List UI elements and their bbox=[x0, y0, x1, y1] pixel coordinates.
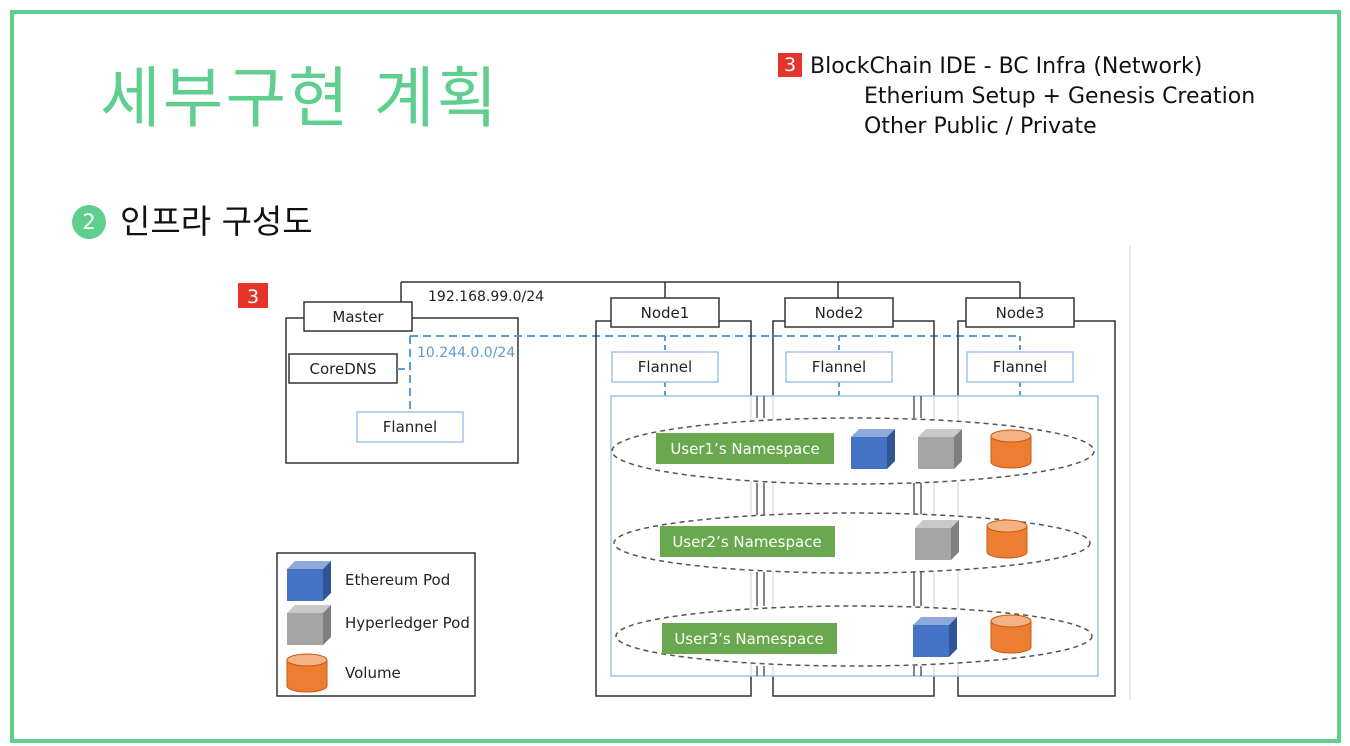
note-line-1: 3 BlockChain IDE - BC Infra (Network) bbox=[778, 52, 1255, 82]
namespace-label-user2: User2’s Namespace bbox=[672, 533, 821, 551]
node1-flannel-label: Flannel bbox=[638, 358, 692, 376]
diagram-badge bbox=[238, 283, 268, 308]
legend-ethereum-label: Ethereum Pod bbox=[345, 571, 450, 589]
pod-network-line bbox=[397, 335, 1020, 412]
node2-flannel-label: Flannel bbox=[812, 358, 866, 376]
master-label: Master bbox=[332, 308, 384, 326]
host-network-bus bbox=[400, 281, 1021, 304]
pod-network-label: 10.244.0.0/24 bbox=[417, 345, 515, 361]
note-line-3: Other Public / Private bbox=[864, 114, 1097, 139]
user2-volume-icon bbox=[986, 519, 1028, 559]
node3-flannel-label: Flannel bbox=[993, 358, 1047, 376]
master-flannel-box bbox=[356, 411, 464, 443]
host-network-label: 192.168.99.0/24 bbox=[428, 289, 544, 305]
namespace-box-user3 bbox=[662, 623, 837, 654]
user1-volume-icon bbox=[990, 429, 1032, 469]
master-label-box bbox=[303, 301, 413, 332]
note-block: 3 BlockChain IDE - BC Infra (Network) Eth… bbox=[778, 52, 1255, 142]
node2-flannel-box bbox=[785, 351, 893, 383]
node3-label: Node3 bbox=[996, 304, 1045, 322]
node1-flannel-box bbox=[611, 351, 719, 383]
diagram-badge-text: 3 bbox=[247, 286, 259, 308]
legend-volume-label: Volume bbox=[345, 664, 401, 682]
note-line-2: Etherium Setup + Genesis Creation bbox=[864, 84, 1256, 109]
legend-hyperledger-label: Hyperledger Pod bbox=[345, 614, 470, 632]
node1-label: Node1 bbox=[641, 304, 690, 322]
user3-volume-icon bbox=[990, 614, 1032, 654]
section-number-badge: 2 bbox=[72, 205, 106, 239]
node-flannel-connectors bbox=[664, 336, 1021, 396]
user1-ethereum-pod-icon bbox=[851, 429, 895, 469]
coredns-label: CoreDNS bbox=[309, 360, 376, 378]
user3-ethereum-pod-icon bbox=[913, 617, 957, 657]
namespace-label-user1: User1’s Namespace bbox=[670, 440, 819, 458]
node2-label: Node2 bbox=[815, 304, 864, 322]
node3-flannel-box bbox=[966, 351, 1074, 383]
legend-hyperledger-icon bbox=[287, 605, 331, 645]
slide-frame bbox=[10, 10, 1341, 743]
user1-hyperledger-pod-icon bbox=[918, 429, 962, 469]
user2-hyperledger-pod-icon bbox=[915, 520, 959, 560]
namespace-label-user3: User3’s Namespace bbox=[674, 630, 823, 648]
legend-ethereum-icon bbox=[287, 561, 331, 601]
note-badge: 3 bbox=[778, 53, 802, 77]
section-subtitle: 2 인프라 구성도 bbox=[72, 205, 313, 239]
page-title: 세부구현 계획 bbox=[100, 60, 500, 137]
note-line-1-text: BlockChain IDE - BC Infra (Network) bbox=[810, 54, 1203, 79]
namespace-box-user1 bbox=[656, 433, 834, 464]
namespace-connectors bbox=[756, 396, 922, 676]
master-flannel-label: Flannel bbox=[383, 418, 437, 436]
legend-volume-icon bbox=[286, 653, 328, 693]
namespace-box-user2 bbox=[660, 526, 835, 557]
section-subtitle-text: 인프라 구성도 bbox=[120, 202, 313, 241]
